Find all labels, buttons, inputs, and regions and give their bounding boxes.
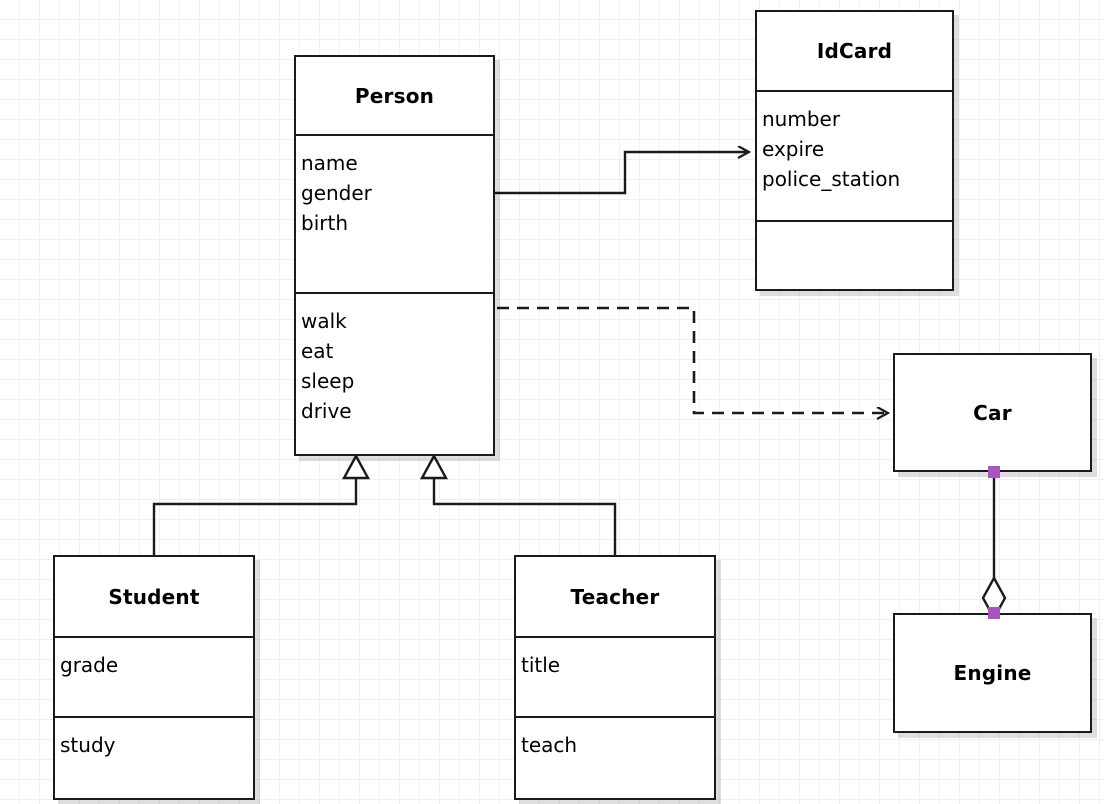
attributes-compartment-idcard: number expire police_station xyxy=(757,90,952,220)
operations-compartment-teacher: teach xyxy=(516,716,714,800)
attribute-row: title xyxy=(521,653,561,677)
operation-row: sleep xyxy=(301,369,355,393)
attributes-compartment-student: grade xyxy=(55,636,253,716)
edge-endpoint-handle-engine[interactable] xyxy=(988,607,1000,619)
attribute-row: birth xyxy=(301,211,348,235)
hollow-triangle-icon xyxy=(419,453,449,480)
attribute-row: police_station xyxy=(762,167,901,191)
class-box-engine[interactable]: Engine xyxy=(893,613,1092,733)
class-box-car[interactable]: Car xyxy=(893,353,1092,472)
edge-person-car-dependency[interactable] xyxy=(497,306,888,413)
attributes-compartment-teacher: title xyxy=(516,636,714,716)
operation-row: teach xyxy=(521,733,578,757)
class-name-student: Student xyxy=(108,584,200,609)
edge-person-idcard-association[interactable] xyxy=(495,152,749,195)
class-box-idcard[interactable]: IdCard number expire police_station xyxy=(755,10,954,291)
attribute-row: expire xyxy=(762,137,825,161)
operations-compartment-person: walk eat sleep drive xyxy=(296,292,493,454)
class-name-engine: Engine xyxy=(953,661,1032,685)
attribute-row: name xyxy=(301,151,358,175)
class-name-car: Car xyxy=(973,400,1012,425)
class-box-teacher[interactable]: Teacher title teach xyxy=(514,555,716,800)
operation-row: drive xyxy=(301,399,352,423)
operation-row: eat xyxy=(301,339,334,363)
class-box-student[interactable]: Student grade study xyxy=(53,555,255,800)
edge-car-engine-aggregation[interactable] xyxy=(981,472,1007,621)
edge-endpoint-handle-car[interactable] xyxy=(988,466,1000,478)
attribute-row: number xyxy=(762,107,841,131)
attribute-row: gender xyxy=(301,181,372,205)
class-name-person: Person xyxy=(354,83,435,108)
class-name-idcard: IdCard xyxy=(816,39,893,63)
edge-teacher-person-generalization[interactable] xyxy=(419,453,617,555)
class-name-teacher: Teacher xyxy=(570,584,660,609)
operations-compartment-idcard xyxy=(757,220,952,289)
operation-row: study xyxy=(60,733,116,757)
hollow-triangle-icon xyxy=(341,453,371,480)
attributes-compartment-person: name gender birth xyxy=(296,134,493,292)
edge-student-person-generalization[interactable] xyxy=(152,453,371,555)
operation-row: walk xyxy=(301,309,347,333)
attribute-row: grade xyxy=(60,653,119,677)
class-box-person[interactable]: Person name gender birth walk eat sleep … xyxy=(294,55,495,456)
operations-compartment-student: study xyxy=(55,716,253,800)
